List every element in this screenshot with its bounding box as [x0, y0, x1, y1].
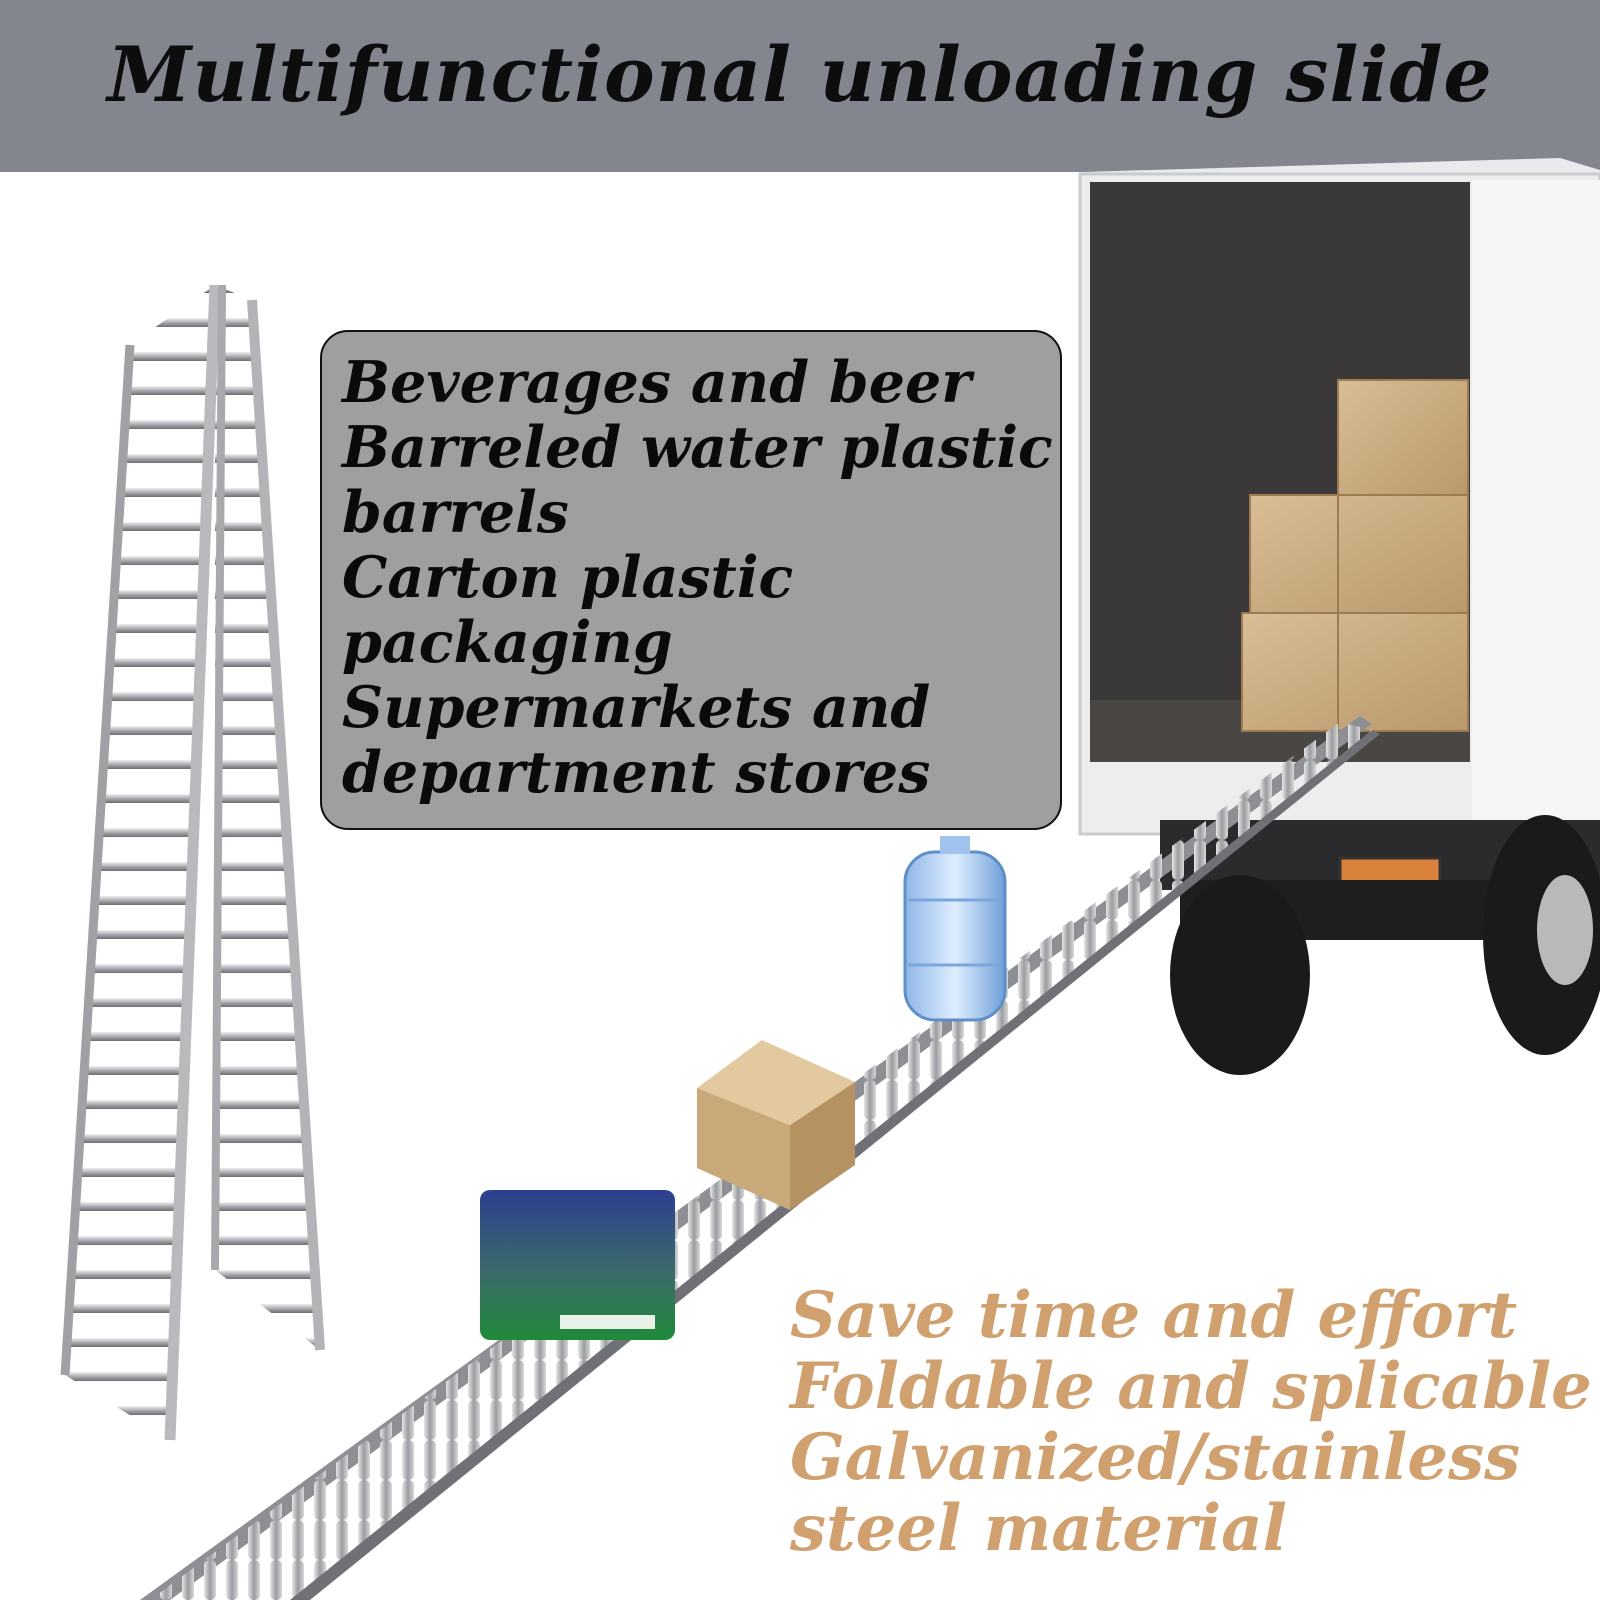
feature-line: Galvanized/stainless: [790, 1420, 1521, 1495]
slide-rail: [60, 344, 135, 1376]
slide-rail: [164, 284, 221, 1441]
barrel-body: [903, 850, 1007, 1022]
water-barrel: [903, 836, 1007, 1022]
application-list: Beverages and beer Barreled water plasti…: [320, 330, 1062, 830]
application-line: Supermarkets and: [342, 674, 931, 741]
carton: [1249, 494, 1469, 614]
application-line: Beverages and beer: [342, 349, 972, 416]
box-top: [697, 1040, 855, 1125]
stacked-cartons: [1241, 379, 1469, 732]
application-line: Barreled water plastic: [342, 414, 1053, 481]
application-line: department stores: [342, 739, 931, 806]
package-label: [560, 1315, 655, 1329]
slide-rail: [247, 299, 325, 1351]
green-blue-package: [480, 1190, 675, 1340]
cardboard-box: [697, 1040, 855, 1210]
application-line: packaging: [342, 609, 673, 676]
package-body: [480, 1190, 675, 1340]
slide-rungs-right: [215, 285, 320, 1350]
box-side: [790, 1082, 855, 1210]
barrel-neck: [940, 836, 970, 854]
truck-hub: [1537, 875, 1593, 985]
feature-line: Foldable and splicable: [790, 1349, 1592, 1424]
slide-rail: [211, 284, 226, 1271]
feature-list: Save time and effort Foldable and splica…: [790, 1278, 1592, 1566]
page-title: Multifunctional unloading slide: [107, 30, 1493, 119]
carton: [1241, 612, 1469, 732]
carton: [1337, 379, 1469, 496]
folded-roller-slide: [60, 284, 325, 1441]
feature-line: Save time and effort: [790, 1278, 1518, 1353]
truck-box-side: [1472, 180, 1600, 820]
box-front: [697, 1088, 790, 1210]
truck-wheel-left: [1170, 875, 1310, 1075]
application-line: Carton plastic: [342, 544, 794, 611]
application-line: barrels: [342, 479, 569, 546]
feature-line: steel material: [790, 1491, 1287, 1566]
header-bar: [0, 0, 1600, 172]
